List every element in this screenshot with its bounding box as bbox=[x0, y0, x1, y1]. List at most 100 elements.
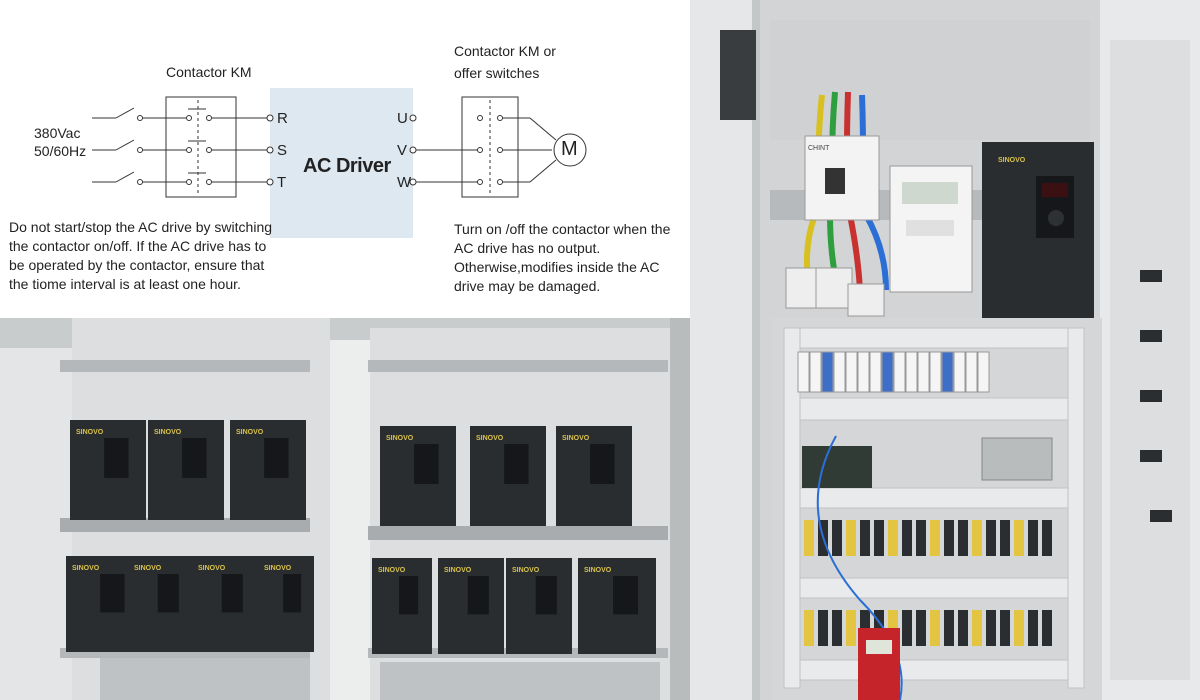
terminal-v: V bbox=[397, 142, 408, 159]
relay-module bbox=[902, 520, 912, 556]
drive-brand-label: SINOVO bbox=[584, 567, 612, 574]
diagram-lines bbox=[92, 96, 587, 198]
right-note-line: Otherwise,modifies inside the AC bbox=[454, 259, 660, 275]
output-contactor-label-1: Contactor KM or bbox=[454, 43, 556, 59]
drive-brand-label: SINOVO bbox=[562, 435, 590, 442]
motor-circle bbox=[553, 133, 587, 167]
relay-module bbox=[930, 520, 940, 556]
drive-brand-label: SINOVO bbox=[198, 565, 226, 572]
drive-keypad bbox=[590, 444, 615, 484]
relay-module bbox=[986, 520, 996, 556]
right-note-line: AC drive has no output. bbox=[454, 240, 601, 256]
ac-driver-label: AC Driver bbox=[303, 155, 391, 177]
output-contactor-box bbox=[461, 96, 519, 198]
circuit-breaker bbox=[869, 351, 882, 393]
relay-module bbox=[1000, 610, 1010, 646]
control-cabinet-photo: CHINT SINOVO bbox=[690, 0, 1200, 700]
drive-keypad bbox=[613, 576, 639, 615]
circuit-breaker bbox=[809, 351, 822, 393]
circuit-breaker bbox=[857, 351, 870, 393]
relay-module bbox=[972, 610, 982, 646]
circuit-breaker bbox=[833, 351, 846, 393]
relay-module bbox=[958, 610, 968, 646]
relay-module bbox=[860, 520, 870, 556]
relay-module bbox=[804, 610, 814, 646]
drive-brand-label: SINOVO bbox=[154, 429, 182, 436]
circuit-breaker bbox=[797, 351, 810, 393]
motor-label: M bbox=[561, 138, 578, 160]
circuit-breaker bbox=[821, 351, 834, 393]
relay-module bbox=[1014, 610, 1024, 646]
control-cabinet-illustration: CHINT SINOVO bbox=[690, 0, 1200, 700]
circuit-breaker bbox=[893, 351, 906, 393]
relay-module bbox=[1014, 520, 1024, 556]
breaker-brand: CHINT bbox=[808, 145, 830, 152]
ac-driver-box bbox=[270, 88, 413, 238]
drive-brand-label: SINOVO bbox=[236, 429, 264, 436]
right-note-line: Turn on /off the contactor when the bbox=[454, 221, 671, 237]
contactor-km-box bbox=[165, 96, 237, 198]
drive-keypad bbox=[221, 574, 243, 613]
left-note-line: the contactor on/off. If the AC drive ha… bbox=[9, 238, 267, 254]
contactor-km-label: Contactor KM bbox=[166, 64, 252, 80]
terminal-w: W bbox=[397, 174, 412, 191]
drive-brand-label: SINOVO bbox=[476, 435, 504, 442]
relay-module bbox=[930, 610, 940, 646]
drive-brand-label: SINOVO bbox=[72, 565, 100, 572]
drive-brand-label: SINOVO bbox=[76, 429, 104, 436]
circuit-breaker bbox=[917, 351, 930, 393]
drive-keypad bbox=[157, 574, 179, 613]
relay-module bbox=[1042, 610, 1052, 646]
drive-keypad bbox=[283, 574, 302, 613]
terminal-s: S bbox=[277, 142, 288, 159]
wiring-diagram: Contactor KM 380Vac 50/60Hz R S T AC Dri… bbox=[0, 0, 690, 318]
supply-voltage: 380Vac bbox=[34, 125, 81, 141]
relay-module bbox=[846, 610, 856, 646]
terminal-t: T bbox=[277, 174, 287, 191]
supply-switches bbox=[92, 107, 180, 185]
drive-keypad bbox=[182, 438, 207, 478]
drive-keypad bbox=[535, 576, 557, 615]
circuit-breaker bbox=[845, 351, 858, 393]
left-note-line: be operated by the contactor, ensure tha… bbox=[9, 257, 265, 273]
relay-module bbox=[874, 520, 884, 556]
terminal-r: R bbox=[277, 110, 288, 127]
drive-keypad bbox=[504, 444, 529, 484]
relay-module bbox=[944, 520, 954, 556]
circuit-breaker bbox=[965, 351, 978, 393]
relay-module bbox=[888, 520, 898, 556]
left-note-line: the tiome interval is at least one hour. bbox=[9, 276, 241, 292]
relay-module bbox=[972, 520, 982, 556]
relay-module bbox=[832, 610, 842, 646]
relay-module bbox=[958, 520, 968, 556]
circuit-breaker bbox=[881, 351, 894, 393]
drive-brand-label: SINOVO bbox=[386, 435, 414, 442]
left-note: Do not start/stop the AC drive by switch… bbox=[9, 218, 272, 294]
drive-keypad bbox=[104, 438, 129, 478]
inverter-brand: SINOVO bbox=[998, 157, 1026, 164]
contactor-km-contacts bbox=[180, 100, 270, 194]
left-note-line: Do not start/stop the AC drive by switch… bbox=[9, 219, 273, 235]
drive-brand-label: SINOVO bbox=[134, 565, 162, 572]
relay-module bbox=[1028, 610, 1038, 646]
circuit-breaker bbox=[929, 351, 942, 393]
circuit-breaker bbox=[941, 351, 954, 393]
drive-keypad bbox=[264, 438, 289, 478]
drive-keypad bbox=[414, 444, 439, 484]
relay-module bbox=[846, 520, 856, 556]
relay-module bbox=[916, 520, 926, 556]
relay-module bbox=[832, 520, 842, 556]
circuit-breaker bbox=[977, 351, 990, 393]
right-note: Turn on /off the contactor when the AC d… bbox=[454, 220, 670, 296]
drive-cabinet-photo: SINOVO SINOVO SINOVO SINOVO SINOVO SINOVO SINO… bbox=[0, 318, 690, 700]
relay-module bbox=[1000, 520, 1010, 556]
output-contactor-contacts bbox=[477, 100, 557, 194]
relay-module bbox=[944, 610, 954, 646]
drive-cabinet-illustration: SINOVO SINOVO SINOVO SINOVO SINOVO SINOVO SINO… bbox=[0, 318, 690, 700]
relay-module bbox=[1028, 520, 1038, 556]
drive-brand-label: SINOVO bbox=[264, 565, 292, 572]
circuit-breaker bbox=[905, 351, 918, 393]
relay-module bbox=[1042, 520, 1052, 556]
relay-module bbox=[916, 610, 926, 646]
relay-module bbox=[902, 610, 912, 646]
